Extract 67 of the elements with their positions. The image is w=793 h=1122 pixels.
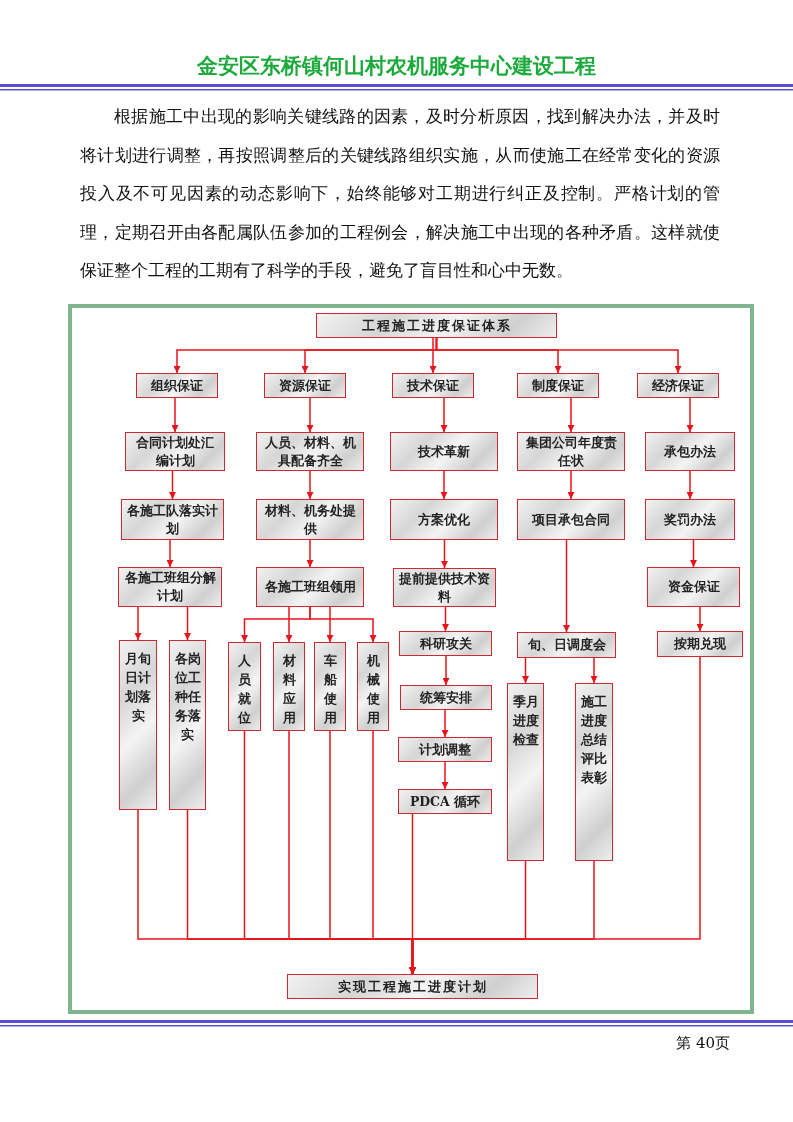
process-box: 制度保证 [517, 373, 599, 398]
process-box: 机械使用 [357, 642, 389, 731]
connector-arrow [686, 397, 694, 433]
body-paragraph: 根据施工中出现的影响关键线路的因素，及时分析原因，找到解决办法，并及时将计划进行调整，再按照调整后的关键线路组织实施，从而使施工在经常变化的资源投入及不可见因素的动态影响下，始终能够对工期进行纠正及控制。严格计划的管理，定期召开由各配属队伍参加的工程例会，解决施工中出现的各种矛盾。这样就使保证整个工程的工期有了科学的手段，避免了盲目性和心中无数。 [80, 105, 720, 282]
connector-arrow [306, 397, 314, 433]
process-box: 资源保证 [264, 373, 346, 398]
connector-arrow [184, 606, 191, 641]
connector-arrow [306, 470, 314, 500]
process-box: 计划调整 [398, 737, 492, 762]
connector-arrow [590, 657, 598, 684]
process-box: 项目承包合同 [517, 499, 625, 540]
connector-arrow [686, 470, 694, 500]
connector-arrow [563, 539, 570, 633]
connector-arrow [309, 606, 377, 643]
process-box: 奖罚办法 [645, 499, 735, 540]
connector-arrow [441, 761, 449, 790]
connector-arrow [169, 470, 176, 500]
process-box: 车船使用 [314, 642, 346, 731]
connector-arrow [134, 606, 142, 641]
root-box: 工程施工进度保证体系 [316, 313, 557, 338]
connector-arrow [567, 397, 575, 433]
page-number: 第 40页 [675, 1034, 730, 1053]
process-box: 集团公司年度责任状 [517, 432, 625, 471]
process-box: 按期兑现 [657, 631, 743, 657]
connector-arrow [696, 606, 704, 632]
process-box: 各施工班组领用 [256, 567, 364, 607]
page-header: 金安区东桥镇何山村农机服务中心建设工程 [196, 52, 597, 80]
connector-arrow [567, 470, 575, 500]
connector-arrow [435, 337, 682, 374]
process-box: 月旬日计划落实 [119, 640, 157, 810]
process-box: 人员、材料、机具配备齐全 [256, 432, 364, 471]
connector-arrow [690, 539, 697, 568]
process-box: 资金保证 [647, 567, 740, 607]
process-box: 施工进度总结评比表彰 [575, 683, 613, 861]
process-box: 组织保证 [136, 373, 218, 398]
connector-arrow [442, 606, 449, 632]
process-box: 各施工队落实计划 [121, 499, 224, 540]
connector-arrow [441, 709, 449, 738]
process-box: 材料、机务处提供 [256, 499, 364, 540]
connector-arrow [442, 655, 450, 686]
process-box: 人员就位 [228, 642, 261, 731]
process-box: 统筹安排 [400, 685, 492, 710]
result-box: 实现工程施工进度计划 [287, 974, 538, 999]
process-box: 提前提供技术资料 [393, 568, 496, 607]
process-box: 承包办法 [645, 432, 735, 471]
connector-arrow [166, 539, 174, 568]
process-box: 技术革新 [390, 432, 498, 471]
connector-arrow [429, 337, 437, 374]
process-box: 经济保证 [637, 373, 719, 398]
connector-arrow [306, 539, 314, 568]
process-box: 技术保证 [392, 373, 474, 398]
connector-arrow [171, 397, 179, 433]
process-box: 各岗位工种任务落实 [169, 640, 206, 810]
connector-arrow [522, 657, 529, 684]
process-box: 合同计划处汇编计划 [125, 432, 225, 471]
connector-arrow [440, 470, 448, 500]
process-box: 季月进度检查 [507, 683, 544, 861]
process-box: 材料应用 [273, 642, 305, 731]
process-box: 旬、日调度会 [517, 632, 616, 658]
process-box: 科研攻关 [399, 631, 492, 656]
process-box: PDCA 循环 [398, 789, 492, 814]
connector-arrow [441, 539, 448, 569]
process-box: 各施工班组分解计划 [118, 567, 222, 607]
connector-arrow [440, 397, 448, 433]
connector-arrow [326, 606, 334, 643]
connector-arrow [285, 606, 293, 643]
process-box: 方案优化 [390, 499, 498, 540]
